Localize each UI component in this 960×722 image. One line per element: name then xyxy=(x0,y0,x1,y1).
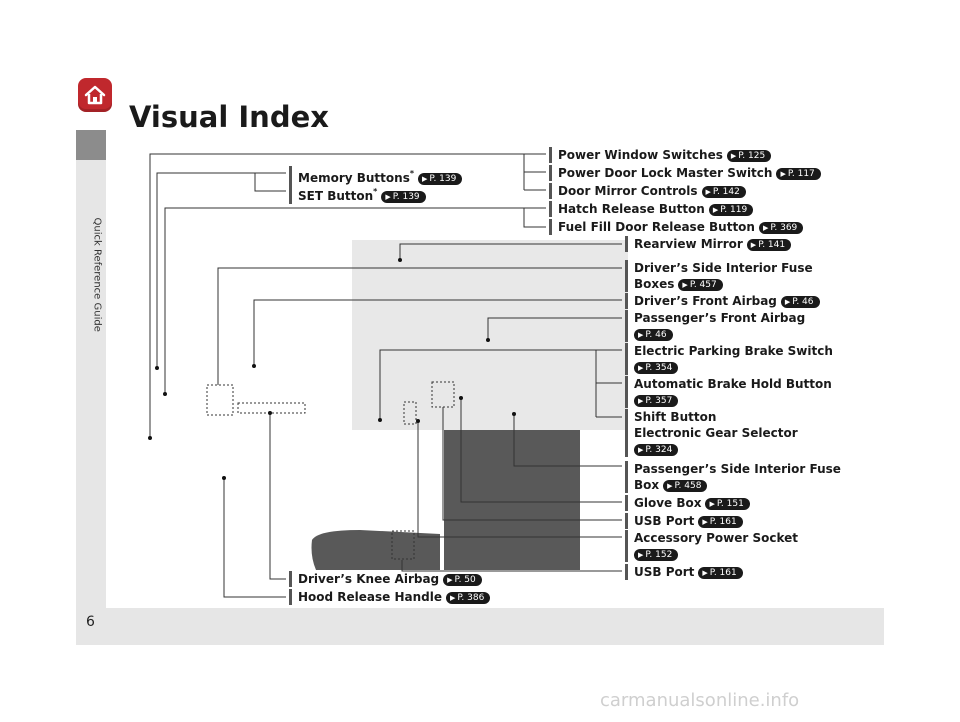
page-ref-link[interactable]: P. 151 xyxy=(705,498,750,510)
sidebar xyxy=(76,130,106,608)
page-ref-link[interactable]: P. 125 xyxy=(726,150,772,162)
label-drivers-knee-airbag: Driver’s Knee AirbagP. 50 xyxy=(289,571,482,587)
page-ref-link[interactable]: P. 386 xyxy=(446,592,491,604)
page-ref-link[interactable]: P. 117 xyxy=(776,168,821,180)
page-ref-link[interactable]: P. 119 xyxy=(708,204,754,216)
page-ref-link[interactable]: P. 324 xyxy=(634,444,679,456)
page-ref-link[interactable]: P. 50 xyxy=(443,574,482,586)
label-set-button: SET Button*P. 139 xyxy=(289,184,426,204)
page-ref-link[interactable]: P. 369 xyxy=(758,222,804,234)
label-accessory-power-socket: Accessory Power SocketP. 152 xyxy=(625,530,798,562)
sidebar-tab-marker xyxy=(76,130,106,160)
label-usb-port-2: USB PortP. 161 xyxy=(625,564,743,580)
label-power-window-switches: Power Window SwitchesP. 125 xyxy=(549,147,772,163)
home-button[interactable] xyxy=(78,78,112,112)
label-passengers-front-airbag: Passenger’s Front AirbagP. 46 xyxy=(625,310,805,342)
knee-airbag-outline xyxy=(237,402,306,414)
label-drivers-fuse-boxes: Driver’s Side Interior FuseBoxesP. 457 xyxy=(625,260,813,292)
label-hatch-release: Hatch Release ButtonP. 119 xyxy=(549,201,754,217)
label-rearview-mirror: Rearview MirrorP. 141 xyxy=(625,236,792,252)
label-drivers-front-airbag: Driver’s Front AirbagP. 46 xyxy=(625,293,820,309)
page-number: 6 xyxy=(86,614,95,630)
label-automatic-brake-hold: Automatic Brake Hold ButtonP. 357 xyxy=(625,376,832,408)
page-title: Visual Index xyxy=(129,100,329,134)
center-console xyxy=(444,430,580,570)
page-ref-link[interactable]: P. 354 xyxy=(634,362,679,374)
page-ref-link[interactable]: P. 161 xyxy=(698,567,743,579)
footer-bar xyxy=(76,608,884,645)
page-ref-link[interactable]: P. 161 xyxy=(698,516,743,528)
floor-shape xyxy=(311,530,440,570)
label-usb-port-1: USB PortP. 161 xyxy=(625,513,743,529)
label-fuel-fill-door: Fuel Fill Door Release ButtonP. 369 xyxy=(549,219,804,235)
socket-outline xyxy=(391,530,415,560)
page-ref-link[interactable]: P. 139 xyxy=(381,191,426,203)
page-ref-link[interactable]: P. 152 xyxy=(634,549,679,561)
page-ref-link[interactable]: P. 357 xyxy=(634,395,679,407)
page-ref-link[interactable]: P. 458 xyxy=(663,480,708,492)
label-hood-release-handle: Hood Release HandleP. 386 xyxy=(289,589,491,605)
label-door-mirror-controls: Door Mirror ControlsP. 142 xyxy=(549,183,746,199)
page-ref-link[interactable]: P. 142 xyxy=(701,186,746,198)
usb-outline xyxy=(403,401,417,425)
page-ref-link[interactable]: P. 139 xyxy=(418,173,463,185)
label-glove-box: Glove BoxP. 151 xyxy=(625,495,750,511)
fuse-box-outline xyxy=(206,384,234,416)
watermark: carmanualsonline.info xyxy=(600,690,800,711)
page-ref-link[interactable]: P. 46 xyxy=(634,329,673,341)
label-electric-parking-brake: Electric Parking Brake SwitchP. 354 xyxy=(625,343,833,375)
page-ref-link[interactable]: P. 46 xyxy=(780,296,820,308)
home-icon xyxy=(84,85,106,105)
page-ref-link[interactable]: P. 457 xyxy=(678,279,723,291)
label-passengers-fuse-box: Passenger’s Side Interior FuseBoxP. 458 xyxy=(625,461,841,493)
label-memory-buttons: Memory Buttons*P. 139 xyxy=(289,166,463,186)
page-ref-link[interactable]: P. 141 xyxy=(746,239,792,251)
label-power-door-lock: Power Door Lock Master SwitchP. 117 xyxy=(549,165,821,181)
dashboard-area xyxy=(352,240,628,430)
